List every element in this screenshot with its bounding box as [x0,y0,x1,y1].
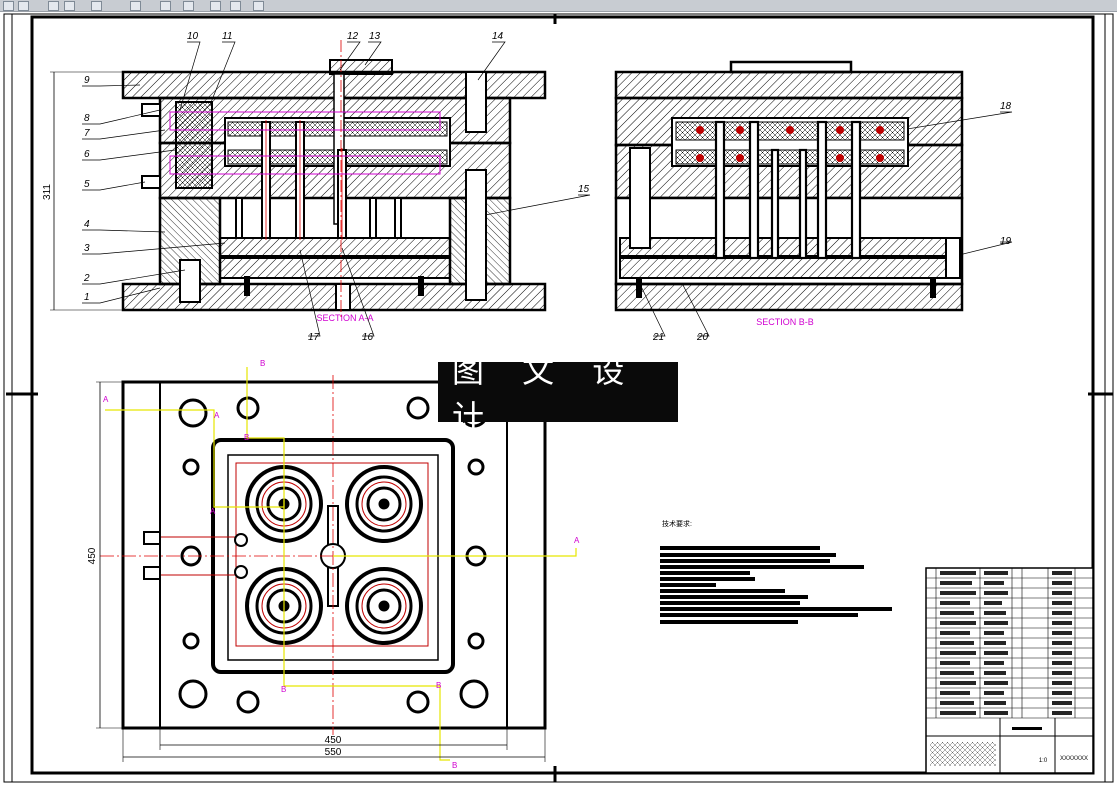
balloon-14: 14 [492,31,504,42]
toolbar-icon[interactable] [130,1,141,11]
title-block: XXXXXXX 1:0 [925,567,1094,774]
tech-requirements-title: 技术要求: [662,519,692,528]
balloon-18: 18 [1000,101,1012,112]
cut-marker-a: A [214,411,220,420]
sheet-frame [3,13,1114,783]
balloon-19: 19 [1000,236,1012,247]
dimension-plan-outer-width: 550 [325,747,342,758]
balloon-16: 16 [362,332,374,343]
cut-marker-b: B [244,433,249,442]
banner-text: 图 文 设 计 [452,352,639,436]
balloon-5: 5 [84,179,90,190]
dimension-height: 311 [42,184,53,200]
cut-marker-a: A [574,536,580,545]
balloon-2: 2 [83,273,90,284]
balloon-20: 20 [696,332,709,343]
dimension-plan-inner-width: 450 [325,735,342,746]
part-balloons: 1 2 3 4 5 6 7 8 9 10 11 12 13 14 15 16 1… [83,31,1012,343]
balloon-1: 1 [84,292,90,303]
toolbar-icon[interactable] [18,1,29,11]
balloon-13: 13 [369,31,381,42]
balloon-15: 15 [578,184,590,195]
toolbar-icon[interactable] [210,1,221,11]
section-a-view: 311 SECTION A-A [42,40,547,323]
cut-lines [105,367,577,761]
drawing-scale: 1:0 [1039,758,1048,764]
toolbar-icon[interactable] [64,1,75,11]
cut-marker-a: A [210,507,216,516]
toolbar-icon[interactable] [160,1,171,11]
plan-view: A A A A B B B B B 450 450 550 [87,359,580,770]
technical-requirements: 技术要求: [660,519,892,624]
cut-marker-b: B [281,685,286,694]
cut-marker-b: B [452,761,457,770]
cut-marker-b: B [436,681,441,690]
toolbar-icon[interactable] [48,1,59,11]
balloon-8: 8 [84,113,90,124]
dimension-plan-height: 450 [87,547,98,564]
balloon-10: 10 [187,31,199,42]
leader-lines [82,41,1013,337]
section-b-view: SECTION B-B [614,60,964,327]
drawing-number: XXXXXXX [1060,756,1088,762]
toolbar-strip [0,0,1117,12]
toolbar-icon[interactable] [230,1,241,11]
balloon-9: 9 [84,75,90,86]
balloon-12: 12 [347,31,359,42]
toolbar-icon[interactable] [253,1,264,11]
balloon-4: 4 [84,219,90,230]
toolbar-icon[interactable] [183,1,194,11]
section-a-label: SECTION A-A [316,313,373,323]
balloon-17: 17 [308,332,320,343]
balloon-11: 11 [222,31,232,42]
watermark-banner: 图 文 设 计 [438,352,678,436]
section-b-label: SECTION B-B [756,317,814,327]
balloon-6: 6 [84,149,90,160]
app-icon[interactable] [3,1,14,11]
cut-marker-b: B [260,359,265,368]
balloon-7: 7 [84,128,90,139]
cut-marker-a: A [103,395,109,404]
balloon-21: 21 [652,332,664,343]
toolbar-icon[interactable] [91,1,102,11]
balloon-3: 3 [84,243,90,254]
